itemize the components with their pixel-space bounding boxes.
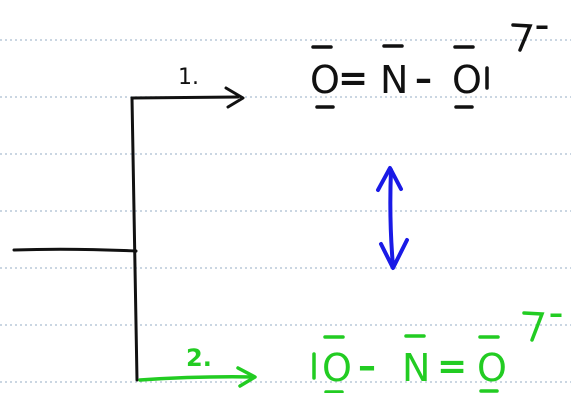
- atom-o-right: O: [477, 346, 507, 390]
- resonance-structure-1: O = N – O –: [310, 9, 549, 102]
- single-bond: –: [358, 346, 376, 387]
- atom-n: N: [402, 346, 430, 390]
- atom-o-left: O: [322, 346, 352, 390]
- lone-pairs-2: [312, 311, 545, 393]
- ruled-lines: [0, 39, 571, 383]
- charge-minus: –: [535, 9, 549, 42]
- lone-pairs-1: [311, 23, 533, 109]
- bracket: [12, 95, 240, 382]
- single-bond: –: [415, 59, 432, 99]
- atom-o-right: O: [452, 58, 482, 102]
- atom-o-left: O: [310, 58, 340, 102]
- step1-label: 1.: [178, 65, 199, 90]
- right-arrow-icon: [138, 366, 257, 388]
- charge-minus: –: [549, 297, 563, 330]
- double-bond: =: [437, 346, 467, 387]
- right-arrow-icon: [224, 86, 245, 109]
- resonance-structure-2: O – N = O –: [322, 297, 563, 390]
- atom-n: N: [380, 58, 408, 102]
- double-arrow-icon: [376, 166, 409, 270]
- step2-label: 2.: [186, 344, 212, 372]
- double-bond: =: [338, 58, 368, 99]
